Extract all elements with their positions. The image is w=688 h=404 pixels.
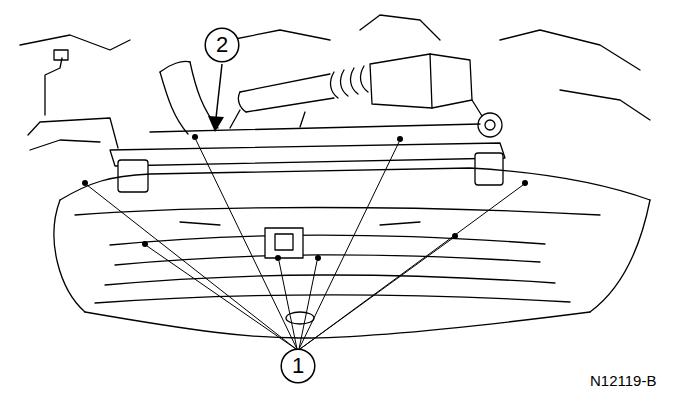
- fender-support: [28, 118, 118, 148]
- air-cleaner: [430, 54, 432, 108]
- bumper-cover: [85, 312, 590, 338]
- intake-duct: [238, 92, 246, 112]
- leader-arrow: [216, 64, 222, 118]
- sensor: [478, 113, 502, 137]
- leader-line: [87, 185, 296, 349]
- leader-lines: [87, 140, 523, 349]
- bolt: [192, 134, 198, 140]
- intake-duct: [240, 74, 330, 92]
- sensor: [485, 120, 495, 130]
- license-bracket: [265, 228, 303, 258]
- bumper-cover: [590, 200, 650, 312]
- leader-line: [279, 261, 297, 349]
- radiator: [150, 124, 480, 132]
- leader-line: [196, 140, 297, 349]
- wire-bracket: [45, 58, 62, 115]
- duct-corrugation: [331, 66, 368, 98]
- engine-outline: [360, 15, 440, 40]
- callout-circle: 2: [204, 27, 240, 63]
- leader-line: [300, 185, 523, 349]
- grille: [110, 235, 545, 245]
- callout-circle-shape: [205, 28, 239, 62]
- radiator-support: [110, 143, 505, 166]
- engine-outline: [560, 90, 650, 120]
- callout-circle-shape: [281, 349, 315, 383]
- grille: [180, 222, 420, 225]
- air-cleaner: [370, 54, 472, 108]
- bolts: [82, 134, 528, 261]
- license-bracket: [275, 234, 293, 250]
- callout-number: 1: [292, 355, 304, 377]
- leader-line: [299, 261, 317, 349]
- bolt: [315, 255, 321, 261]
- bumper-cover: [75, 208, 600, 216]
- radiator-hose: [160, 72, 188, 134]
- callout-number: 2: [216, 34, 228, 56]
- intake-duct: [246, 98, 334, 112]
- fender-support: [30, 140, 100, 150]
- engine-outline: [500, 30, 640, 70]
- bolt: [275, 255, 281, 261]
- leader-line: [299, 142, 399, 349]
- radiator: [230, 110, 305, 128]
- radiator-hose: [160, 61, 190, 72]
- sensor-mount: [472, 100, 482, 116]
- bumper-cover: [54, 200, 85, 312]
- grille: [95, 295, 570, 303]
- bolt: [397, 136, 403, 142]
- bumper-cover: [60, 168, 650, 200]
- engine-outline: [230, 30, 330, 40]
- grille: [105, 275, 555, 285]
- arrowhead: [208, 116, 224, 132]
- connector: [54, 50, 68, 60]
- callout-circle: 1: [280, 348, 316, 384]
- leader-line: [147, 246, 296, 349]
- engine-outline: [20, 35, 130, 50]
- figure-code: N12119-B: [588, 371, 658, 390]
